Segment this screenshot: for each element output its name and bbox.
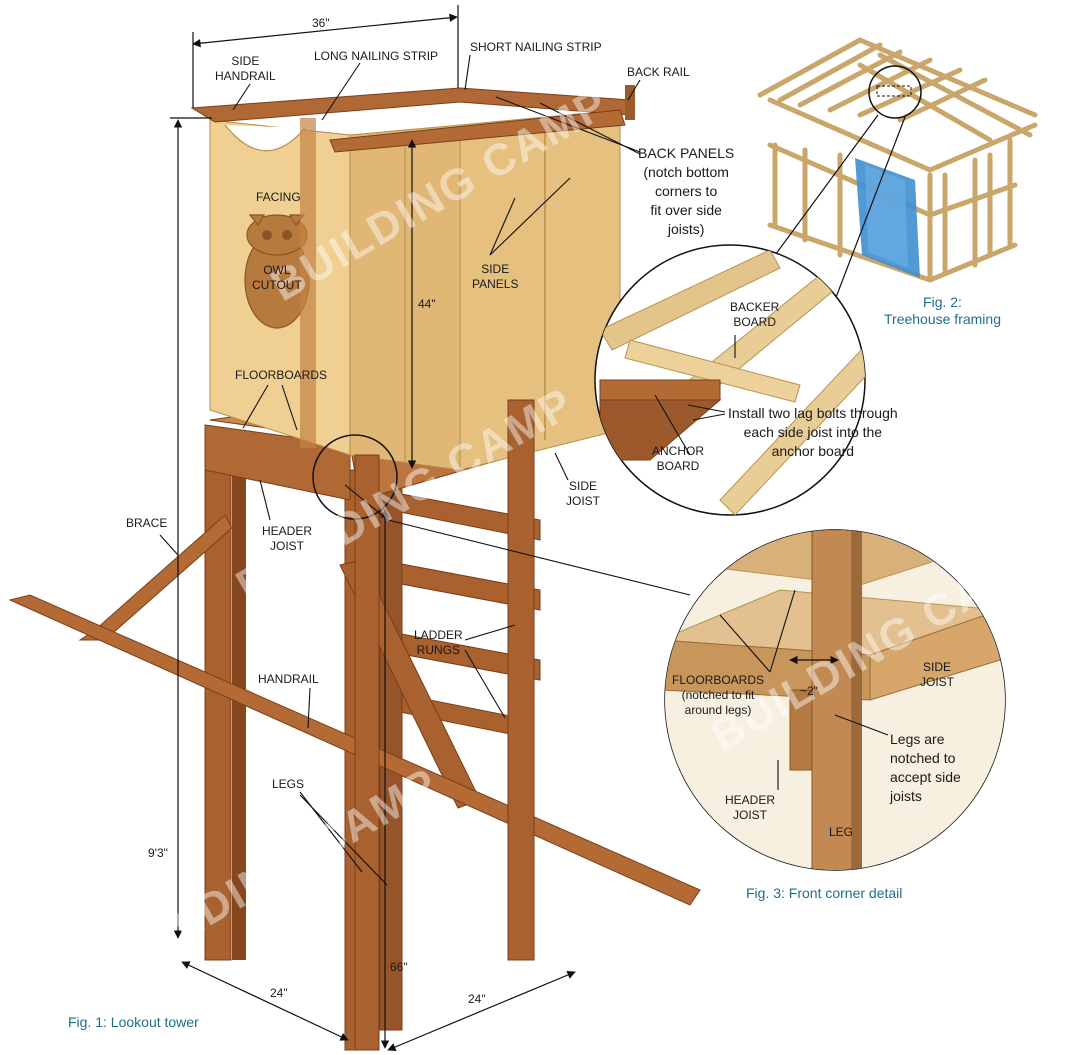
caption-fig2: Fig. 2: Treehouse framing — [884, 294, 1001, 327]
label-ladder-rungs: LADDER RUNGS — [414, 628, 463, 657]
label-detail-header-joist: HEADER JOIST — [725, 793, 776, 822]
dim-top-width: 36" — [312, 16, 330, 30]
label-side-joist: SIDE JOIST — [566, 479, 601, 508]
label-detail-side-joist: SIDE JOIST — [920, 660, 955, 689]
label-back-rail: BACK RAIL — [627, 65, 690, 79]
lag-bolt-detail — [594, 244, 866, 516]
label-anchor-board: ANCHOR BOARD — [652, 444, 705, 473]
label-header-joist: HEADER JOIST — [262, 524, 313, 553]
label-legs: LEGS — [272, 777, 305, 791]
treehouse-framing-illustration — [757, 37, 1038, 301]
dim-notch: ~2" — [800, 684, 818, 698]
label-detail-leg: LEG — [829, 825, 854, 839]
dim-panel-height: 44" — [418, 297, 436, 311]
label-detail-floorboards: FLOORBOARDS (notched to fit around legs) — [672, 673, 765, 717]
label-legs-notched: Legs are notched to accept side joists — [890, 731, 961, 804]
caption-fig1: Fig. 1: Lookout tower — [68, 1014, 199, 1030]
dim-leg-height: 66" — [390, 960, 408, 974]
leader-lines — [159, 54, 889, 886]
label-facing: FACING — [256, 190, 301, 204]
label-backer-board: BACKER BOARD — [730, 300, 780, 329]
dim-base-left: 24" — [270, 986, 288, 1000]
label-side-panels: SIDE PANELS — [472, 262, 519, 291]
label-lag-bolt-note: Install two lag bolts through each side … — [728, 405, 898, 459]
dim-base-right: 24" — [468, 992, 486, 1006]
owl-cutout-shape — [244, 214, 310, 329]
dim-overall-height: 9'3" — [148, 846, 168, 860]
label-floorboards: FLOORBOARDS — [235, 368, 328, 382]
front-corner-detail — [664, 529, 1006, 871]
label-side-handrail: SIDE HANDRAIL — [215, 54, 276, 83]
label-back-panels: BACK PANELS (notch bottom corners to fit… — [638, 145, 735, 237]
label-short-nailing-strip: SHORT NAILING STRIP — [470, 40, 602, 54]
lookout-tower-illustration — [8, 85, 701, 1051]
label-long-nailing-strip: LONG NAILING STRIP — [314, 49, 439, 63]
label-brace: BRACE — [126, 516, 168, 530]
caption-fig3: Fig. 3: Front corner detail — [746, 885, 903, 901]
label-owl-cutout: OWL CUTOUT — [252, 263, 302, 292]
dimension-lines — [170, 5, 839, 1051]
label-handrail: HANDRAIL — [258, 672, 319, 686]
